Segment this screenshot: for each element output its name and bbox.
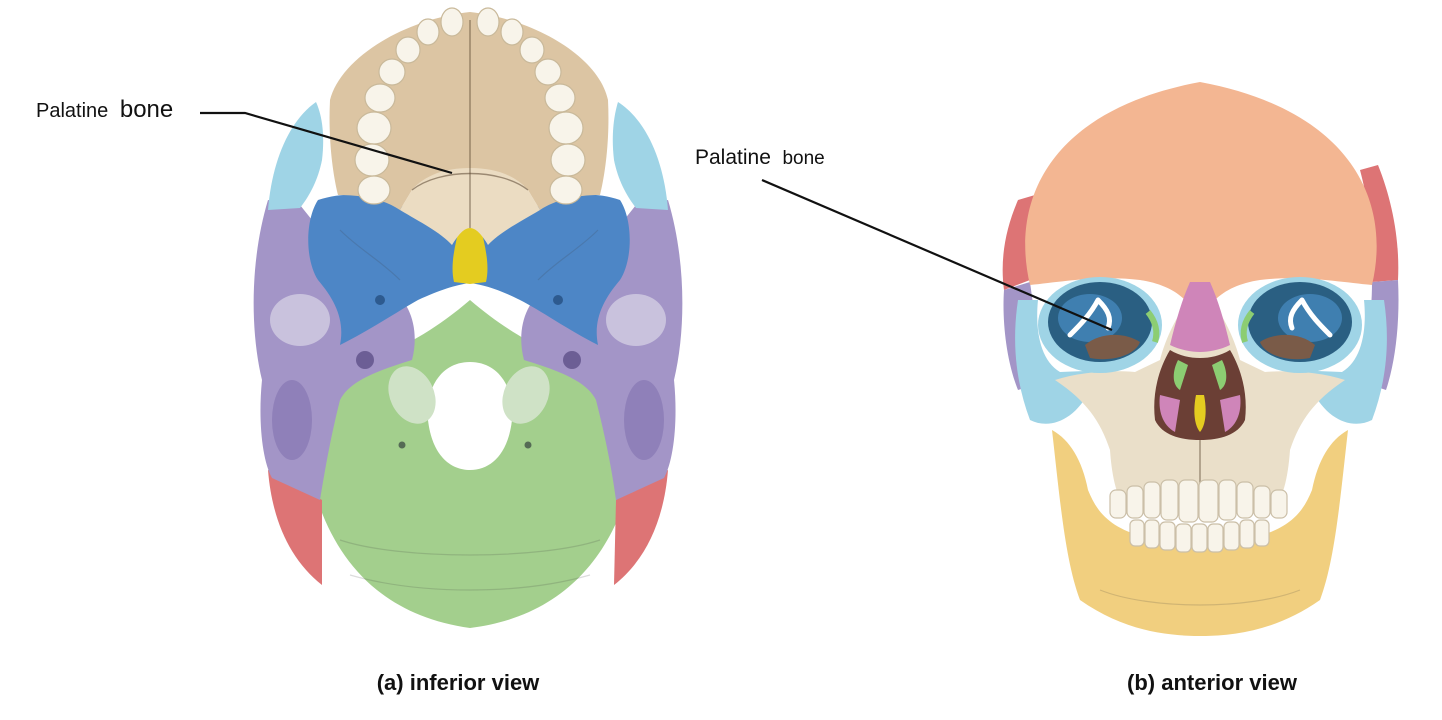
anterior-palatine-label: Palatine bone xyxy=(695,146,825,169)
inferior-label-part1: Palatine xyxy=(36,100,108,122)
right-zygomatic-bone xyxy=(612,102,668,210)
anterior-teeth xyxy=(1109,479,1288,553)
mandible-bone xyxy=(1052,430,1348,636)
inferior-label-leader-line xyxy=(200,111,453,175)
left-foramen-ovale xyxy=(375,295,385,305)
nasal-bone xyxy=(1170,282,1230,352)
anterior-label-part2: bone xyxy=(782,148,824,169)
frontal-bone xyxy=(1025,82,1377,302)
left-palatine-orbital-process xyxy=(1085,334,1140,360)
left-occipital-condyle xyxy=(388,366,436,424)
right-orbit xyxy=(1238,277,1362,373)
anterior-label-leader-line xyxy=(761,178,1113,332)
inferior-view-skull xyxy=(200,7,683,628)
foramen-magnum xyxy=(427,362,513,470)
vomer-bone xyxy=(452,225,488,284)
left-zygomatic-bone xyxy=(268,102,324,210)
vomer-anterior xyxy=(1194,395,1206,432)
left-parietal-bone xyxy=(268,470,322,585)
left-mastoid xyxy=(272,380,312,460)
inferior-label-part2: bone xyxy=(120,96,173,123)
right-carotid-foramen xyxy=(563,351,581,369)
anterior-view-skull xyxy=(761,82,1399,636)
right-mastoid xyxy=(624,380,664,460)
right-parietal-anterior xyxy=(1360,165,1399,282)
right-mandibular-fossa xyxy=(606,294,666,346)
left-carotid-foramen xyxy=(356,351,374,369)
anterior-view-caption: (b) anterior view xyxy=(1127,670,1298,695)
right-condylar-foramen xyxy=(524,441,532,449)
right-occipital-condyle xyxy=(502,366,550,424)
inferior-palatine-label: Palatine bone xyxy=(36,96,173,123)
inferior-view-caption: (a) inferior view xyxy=(377,670,540,695)
left-condylar-foramen xyxy=(398,441,406,449)
left-mandibular-fossa xyxy=(270,294,330,346)
right-foramen-ovale xyxy=(553,295,563,305)
upper-teeth xyxy=(354,7,586,205)
right-parietal-bone xyxy=(614,470,668,585)
anterior-label-part1: Palatine xyxy=(695,146,771,169)
